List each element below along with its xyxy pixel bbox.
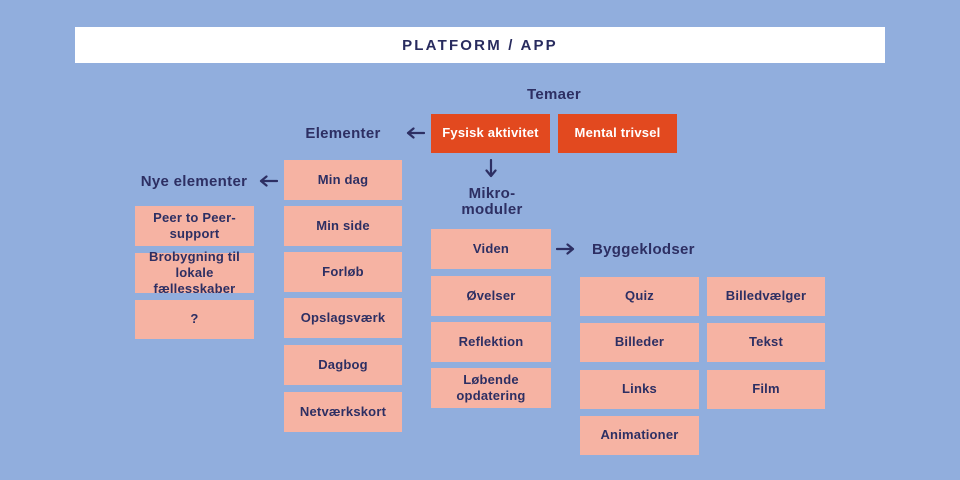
node-min-dag: Min dag	[284, 160, 402, 200]
label-byggeklodser: Byggeklodser	[592, 241, 695, 258]
node-mental-trivsel: Mental trivsel	[558, 114, 677, 153]
node-links: Links	[580, 370, 699, 409]
header-bar: PLATFORM / APP	[75, 27, 885, 63]
arrow-left-icon	[259, 175, 278, 187]
node-tekst: Tekst	[707, 323, 825, 362]
node-forloeb: Forløb	[284, 252, 402, 292]
node-oevelser: Øvelser	[431, 276, 551, 316]
node-billeder: Billeder	[580, 323, 699, 362]
node-film: Film	[707, 370, 825, 409]
label-temaer: Temaer	[526, 86, 582, 103]
node-viden: Viden	[431, 229, 551, 269]
node-billedvaelger: Billedvælger	[707, 277, 825, 316]
label-elementer: Elementer	[305, 125, 381, 142]
node-animationer: Animationer	[580, 416, 699, 455]
node-loebende-opdatering: Løbende opdatering	[431, 368, 551, 408]
node-reflektion: Reflektion	[431, 322, 551, 362]
node-peer-to-peer-support: Peer to Peer- support	[135, 206, 254, 246]
label-mikro-moduler: Mikro- moduler	[461, 185, 523, 218]
node-question-mark: ?	[135, 300, 254, 339]
label-nye-elementer: Nye elementer	[140, 173, 248, 190]
page-title: PLATFORM / APP	[402, 36, 558, 54]
node-min-side: Min side	[284, 206, 402, 246]
node-quiz: Quiz	[580, 277, 699, 316]
node-netvaerkskort: Netværkskort	[284, 392, 402, 432]
arrow-down-icon	[485, 159, 497, 178]
node-fysisk-aktivitet: Fysisk aktivitet	[431, 114, 550, 153]
node-opslagsvaerk: Opslagsværk	[284, 298, 402, 338]
node-dagbog: Dagbog	[284, 345, 402, 385]
arrow-right-icon	[556, 243, 575, 255]
arrow-left-icon	[406, 127, 425, 139]
node-brobygning-lokale-faellesskaber: Brobygning til lokale fællesskaber	[135, 249, 254, 296]
